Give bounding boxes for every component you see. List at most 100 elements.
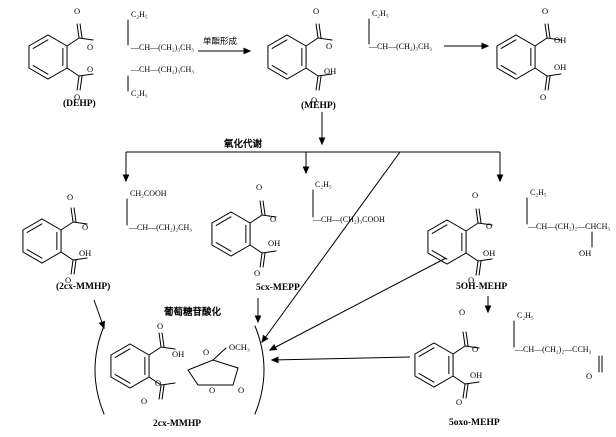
dehp-bottom-ester <box>78 73 94 77</box>
oxo5-carbonyl-o: O <box>459 307 465 317</box>
mehp-top-co2 <box>318 23 322 39</box>
gluc-ring <box>110 343 150 389</box>
oh5-ethyl: C₂H₅ <box>530 188 547 197</box>
c5-ester-o: O <box>270 214 276 224</box>
oh5-top-co2 <box>478 208 482 224</box>
reaction-arrows <box>93 42 504 364</box>
c5-bottom-ester <box>261 250 277 254</box>
oxo5-bottom-co2 <box>465 383 469 399</box>
mehp-carbonyl-o: O <box>313 6 319 16</box>
oxo5-keto-o: O <box>586 371 592 381</box>
gluc-ring-o: O <box>203 347 209 357</box>
oxo5-top-ester <box>464 345 480 349</box>
c5-bottom-co2 <box>262 252 266 268</box>
oh5-carbonyl-o: O <box>472 190 478 200</box>
c2-ch2cooh: CH₂COOH <box>130 189 167 198</box>
oxo5-bottom-co1 <box>462 383 466 399</box>
glucuronidation-label: 葡萄糖苷酸化 <box>163 306 222 318</box>
gluc-och3-bond <box>212 347 227 361</box>
oh5-mehp-label: 5OH-MEHP <box>456 282 507 292</box>
gluc-structure: O OH O OCH₃ O O O O 2cx-MMHP <box>141 321 250 429</box>
arrow-mehp-oxidation-head <box>318 137 326 146</box>
mehp-oh: OH <box>324 66 336 76</box>
mehp-ring-double <box>271 39 288 49</box>
mehp-chain: —CH—(CH₂)₃CH₃ <box>368 42 432 51</box>
pa-oh-top: OH <box>554 35 566 45</box>
bond-lines <box>22 18 603 415</box>
arrow-to-oh5mehp-head <box>496 174 504 183</box>
gluc-bracket-right <box>254 325 265 415</box>
mehp-top-c <box>305 37 319 47</box>
c2-top-co1 <box>70 207 74 223</box>
gluc-top-ester <box>160 346 176 350</box>
pa-ring-double <box>500 39 517 49</box>
pa-bottom-co2 <box>547 75 551 91</box>
c5-oh: OH <box>268 238 280 248</box>
pa-bottom-co1 <box>544 75 548 91</box>
gluc-2cx-mmhp-label: 2cx-MMHP <box>153 419 201 429</box>
mehp-ring-double <box>271 65 288 75</box>
gluc-bottom-co1 <box>158 384 162 400</box>
mehp-ester-o: O <box>326 41 332 51</box>
gluc-carbonyl-o-bottom: O <box>141 396 147 406</box>
dehp-top-c <box>66 37 80 47</box>
dehp-ester-o-bottom: O <box>87 64 93 74</box>
mehp-top-co1 <box>315 23 319 39</box>
c2-ring-double <box>26 249 43 259</box>
dehp-ring <box>28 34 68 80</box>
gluc-bracket-left <box>94 325 105 415</box>
arrow-to-phthalic-acid-head <box>481 42 490 50</box>
arrow-to-c2mmhp-head <box>122 174 130 183</box>
gluc-och3: OCH₃ <box>229 342 250 352</box>
c2-ring-double <box>26 223 43 233</box>
dehp-top-co2 <box>79 23 83 39</box>
c5-bottom-c <box>249 244 263 254</box>
oxo5-bottom-ester <box>464 381 480 385</box>
oh5-top-co1 <box>475 208 479 224</box>
oxidative-metabolism-label: 氧化代谢 <box>223 138 263 150</box>
mehp-structure: O O C₂H₅ —CH—(CH₂)₃CH₃ OH O (MEHP) <box>301 6 432 111</box>
pa-top-co1 <box>544 23 548 39</box>
oh5-oh: OH <box>483 248 495 258</box>
oxo5-ring-double <box>418 373 435 383</box>
oxo5-mehp-label: 5oxo-MEHP <box>449 418 500 428</box>
mehp-bottom-co2 <box>318 75 322 91</box>
c2-mmhp-structure: O O CH₂COOH —CH—(CH₂)₂CH₃ OH O (2cx-MMHP… <box>56 189 192 292</box>
oh5-bottom-co2 <box>478 260 482 276</box>
gluc-sugar-ring <box>187 359 239 386</box>
pa-ring-double <box>500 65 517 75</box>
c2-top-co2 <box>73 207 77 223</box>
oh5-mehp-structure: O O C₂H₅ —CH—(CH₂)₂—CHCH₃ OH OH O 5OH-ME… <box>456 188 610 292</box>
mehp-label: (MEHP) <box>301 100 336 111</box>
mehp-top-ester <box>317 37 333 41</box>
c5-ring-double <box>215 216 232 226</box>
mehp-carbonyl-o-bottom: O <box>311 95 317 105</box>
dehp-chain-bottom: —CH—(CH₂)₃CH₃ <box>130 65 194 74</box>
c2-top-c <box>60 221 74 231</box>
mehp-ring <box>267 34 307 80</box>
dehp-carbonyl-o-top: O <box>74 6 80 16</box>
dehp-ring-double <box>32 65 49 75</box>
gluc-bottom-ester <box>160 382 176 386</box>
dehp-bottom-co1 <box>76 75 80 91</box>
arrow-to-c5mepp-head <box>302 166 310 175</box>
c5-ethyl: C₂H₅ <box>315 180 332 189</box>
gluc-keto-o-right: O <box>238 385 244 395</box>
pa-top-co2 <box>547 23 551 39</box>
oxo5-carbonyl-o-bottom: O <box>456 397 462 407</box>
c2-carbonyl-o: O <box>67 192 73 202</box>
oxo5-ring <box>414 342 454 388</box>
dehp-label: (DEHP) <box>63 98 96 109</box>
oxo5-top-co1 <box>462 331 466 347</box>
gluc-top-c <box>148 346 162 356</box>
mehp-bottom-c <box>305 67 319 77</box>
gluc-top-co2 <box>161 332 165 348</box>
oh5-ester-o: O <box>486 221 492 231</box>
gluc-ring-double <box>114 374 131 384</box>
oxo5-oh: OH <box>470 370 482 380</box>
dehp-top-ester <box>78 37 94 41</box>
dehp-ethyl-top: C₂H₅ <box>131 10 148 19</box>
pa-carbonyl-o-bottom: O <box>540 92 546 102</box>
c2-ester-o: O <box>82 222 88 232</box>
